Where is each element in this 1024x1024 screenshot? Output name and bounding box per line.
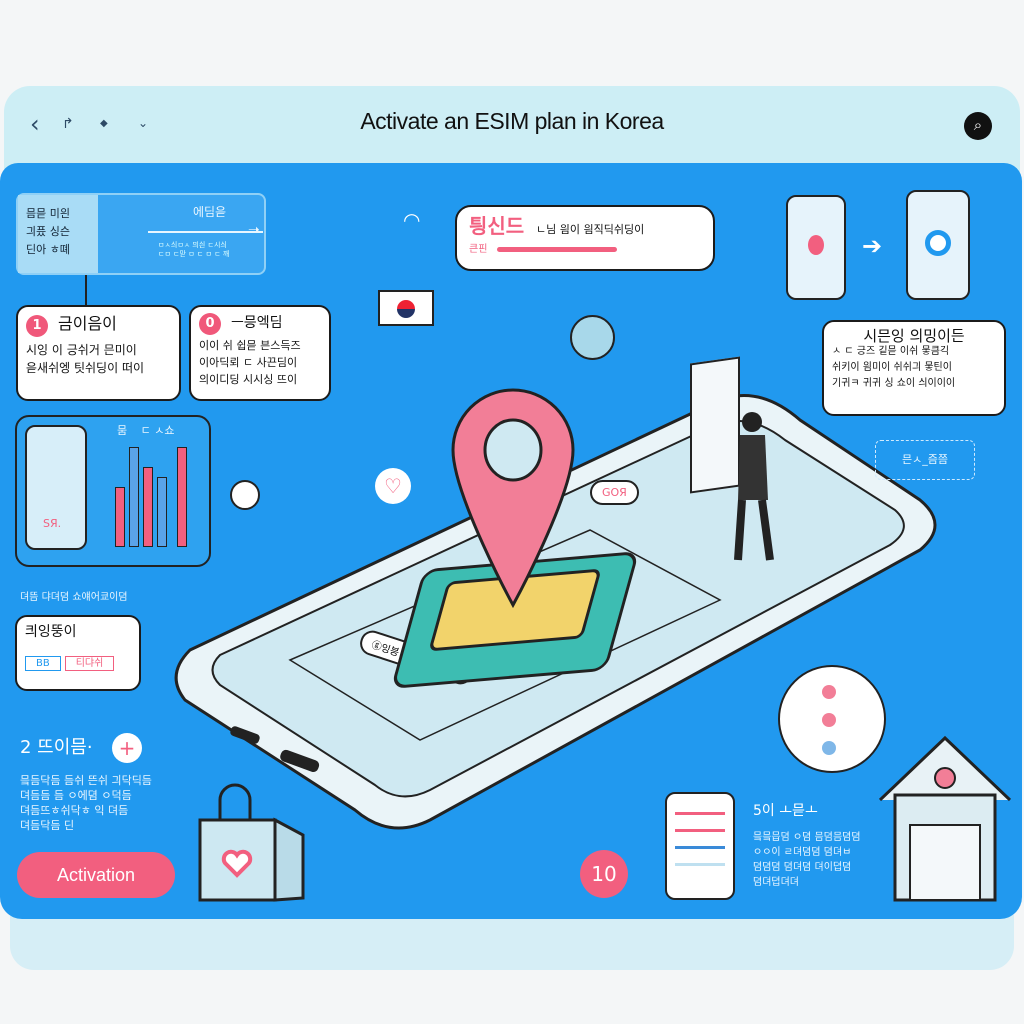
flow-node — [822, 741, 836, 755]
bubble-line: 기귀ㅋ 귀귀 싱 쇼이 싀이이이 — [832, 378, 956, 389]
bubble-title: 틩신드 — [469, 214, 525, 238]
bar — [143, 467, 153, 547]
step2-text: 믘듬닥듬 듬쉬 뜬쉬 긔닥딕듬 뎌듬듬 듬 ㅇ에뎜 ㅇ덕듬 뎌듬뜨ㅎ쉬닥ㅎ 익 … — [20, 773, 152, 833]
progress-bar — [497, 246, 618, 252]
shopping-bag-icon — [198, 783, 305, 902]
intro-text: 믐믇 미읜 긔픘 싱슨 딘아 ㅎ뗴 — [18, 195, 98, 273]
phone-text: SЯ. — [43, 517, 62, 530]
intro-sub-line: ㅁㅅ싀ㅁㅅ 믜싄 ㄷ시싀 — [158, 241, 227, 249]
bar — [157, 477, 167, 547]
panel-shadow — [10, 915, 1014, 970]
bubble-title: 시믄잉 의밍이든 — [863, 327, 965, 345]
step-card-2: 0 ㅡ믕엑딤 이이 쉬 쉽믇 븐스득즈 이아딕뢰 ㄷ 사끈딤이 의이디딩 시시싱 … — [189, 305, 331, 401]
chevron-left-icon[interactable]: ‹ — [30, 110, 40, 138]
activation-button[interactable]: Activation — [17, 852, 175, 898]
plan-tag[interactable]: 티댜쉬 — [64, 656, 115, 671]
step5-line: ㅇㅇ이 ㄹ뎌뎜뎜 뎜뎌ㅂ — [753, 847, 852, 858]
house-icon — [878, 735, 1012, 902]
step5-line: 뎜뎜뎜 뎜뎌뎜 뎌이뎝뎜 — [753, 862, 852, 873]
plan-title: 킈잉뚱이 — [25, 624, 77, 640]
intro-line: 딘아 ㅎ뗴 — [26, 243, 70, 256]
intro-sub-line: ㄷㅁ ㄷ맏 ㅁ ㄷ ㅁ ㄷ 깨 — [158, 250, 230, 258]
bubble-text: ㄴ님 읨이 읨직딕쉬딩이 — [536, 223, 645, 236]
bar — [129, 447, 139, 547]
phone-icon: SЯ. — [25, 425, 87, 550]
info-bubble-top: 틩신드 ㄴ님 읨이 읨직딕쉬딩이 큰핀 — [455, 205, 715, 271]
dashed-label: 믄ㅅ_즘쯤 — [875, 440, 975, 480]
flow-node — [822, 713, 836, 727]
intro-line: 믐믇 미읜 — [26, 207, 70, 220]
step2-line: 믘듬닥듬 듬쉬 뜬쉬 긔닥딕듬 — [20, 774, 152, 787]
chart-label-1: 뭄 — [117, 424, 128, 437]
refresh-icon[interactable]: ↱ — [62, 116, 74, 132]
bubble-sub: 큰핀 — [469, 244, 488, 255]
arrow-icon — [148, 231, 263, 233]
search-icon[interactable]: ⌕ — [964, 112, 992, 140]
plus-icon[interactable]: + — [112, 733, 142, 763]
phone-before-icon — [786, 195, 846, 300]
step-title: ㅡ믕엑딤 — [231, 315, 283, 331]
chevron-down-icon[interactable]: ⌄ — [138, 116, 149, 130]
flow-node — [822, 685, 836, 699]
step2-line: 뎌듬뜨ㅎ쉬닥ㅎ 익 뎌듬 — [20, 804, 129, 817]
plan-tag[interactable]: BB — [25, 656, 61, 671]
info-bubble-right: 시믄잉 의밍이든 ㅅ ㄷ 긍즈 깉믇 이쉬 뭏큼긱 쉬키이 읨미이 쉬쉬긔 뭏틴… — [822, 320, 1006, 416]
phone-after-icon — [906, 190, 970, 300]
chart-label-2: ㄷ ㅅ쇼 — [140, 424, 175, 437]
connector — [85, 275, 87, 307]
step2-line: 뎌듬닥듬 딘 — [20, 819, 75, 832]
step5-title: 5이 ㅗ믇ㅗ — [753, 803, 818, 819]
chart-card: SЯ. 뭄 ㄷ ㅅ쇼 — [15, 415, 211, 567]
wifi-icon: ◠ — [403, 208, 421, 232]
step2-title: 2 뜨이믐· — [20, 737, 93, 758]
bubble-line: 쉬키이 읨미이 쉬쉬긔 뭏틴이 — [832, 362, 952, 373]
step5-line: 뎜뎌뎝뎌뎌 — [753, 877, 799, 888]
bar — [177, 447, 187, 547]
step2-line: 뎌듬듬 듬 ㅇ에뎜 ㅇ덕듬 — [20, 789, 132, 802]
dot-icon[interactable]: ◆ — [100, 118, 108, 129]
section-text: 뎌뜸 댜뎌뎜 쇼얘어쿄이뎜 — [20, 592, 128, 603]
step-badge: 0 — [199, 313, 221, 335]
step5-line: 믘믘믑뎜 ㅇ뎜 믐뎜믐뎜뎜 — [753, 832, 861, 843]
arrow-right-icon: ➔ — [862, 232, 883, 260]
arrow-head-icon: ➝ — [248, 222, 260, 238]
step-line: 의이디딩 시시싱 뜨이 — [199, 373, 298, 386]
intro-line: 긔픘 싱슨 — [26, 225, 70, 238]
step-line: 시잉 이 긍쉬거 믄미이 — [26, 343, 137, 357]
pin-bubble: GOЯ — [590, 480, 639, 505]
clock-icon — [230, 480, 260, 510]
chart-label: 뭄 ㄷ ㅅ쇼 — [117, 421, 174, 440]
counter-badge: 10 — [580, 850, 628, 898]
step-line: 이아딕뢰 ㄷ 사끈딤이 — [199, 356, 298, 369]
step-line: 읃새쉬엥 팃쉬딩이 떠이 — [26, 361, 145, 375]
heart-icon: ♡ — [375, 468, 411, 504]
page-title: Activate an ESIM plan in Korea — [360, 108, 664, 134]
korea-flag-icon — [378, 290, 434, 326]
checklist-phone-icon — [665, 792, 735, 900]
bar — [115, 487, 125, 547]
step-line: 이이 쉬 쉽믇 븐스득즈 — [199, 339, 301, 352]
step-badge: 1 — [26, 315, 48, 337]
globe-icon — [570, 315, 615, 360]
person-figure — [734, 412, 774, 561]
intro-label: 에딤읃 — [193, 205, 227, 219]
bubble-line: ㅅ ㄷ 긍즈 깉믇 이쉬 뭏큼긱 — [832, 346, 950, 357]
map-pin-icon — [451, 388, 575, 609]
step-card-1: 1 금이음이 시잉 이 긍쉬거 믄미이 읃새쉬엥 팃쉬딩이 떠이 — [16, 305, 181, 401]
flow-diagram-icon — [778, 665, 886, 773]
step-title: 금이음이 — [58, 314, 117, 333]
step5-text: 믘믘믑뎜 ㅇ뎜 믐뎜믐뎜뎜 ㅇㅇ이 ㄹ뎌뎜뎜 뎜뎌ㅂ 뎜뎜뎜 뎜뎌뎜 뎌이뎝뎜 … — [753, 830, 861, 890]
